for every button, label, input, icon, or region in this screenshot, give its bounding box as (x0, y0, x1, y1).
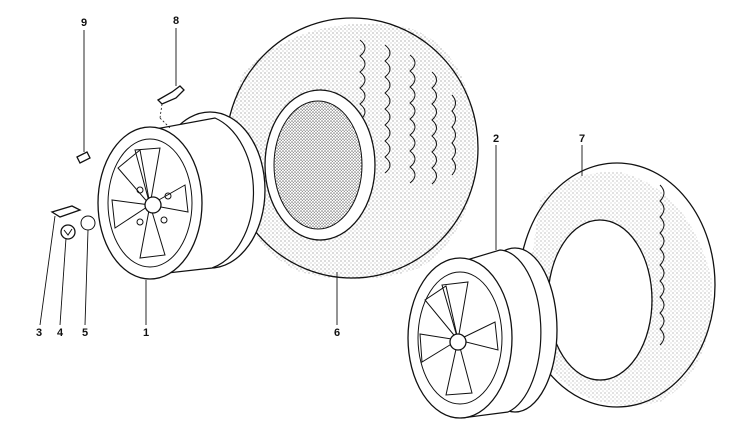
callout-8: 8 (173, 15, 180, 27)
callout-3: 3 (36, 327, 43, 339)
centre-cap-part (60, 224, 76, 240)
tyre-large (225, 17, 479, 280)
callout-9: 9 (81, 17, 88, 29)
o-ring-part (80, 215, 96, 231)
valve-cap-part (50, 205, 82, 218)
callout-6: 6 (334, 327, 341, 339)
wheel-rim-small (407, 247, 558, 419)
callout-4: 4 (57, 327, 64, 339)
valve-stem-part (156, 85, 185, 129)
leader-lines (39, 28, 583, 326)
tyre-small (518, 162, 716, 408)
callout-7: 7 (579, 133, 586, 145)
balance-weight-part (76, 151, 91, 164)
wheel-rim-large (97, 111, 266, 280)
callout-5: 5 (82, 327, 89, 339)
callout-1: 1 (143, 327, 150, 339)
callout-2: 2 (493, 133, 500, 145)
